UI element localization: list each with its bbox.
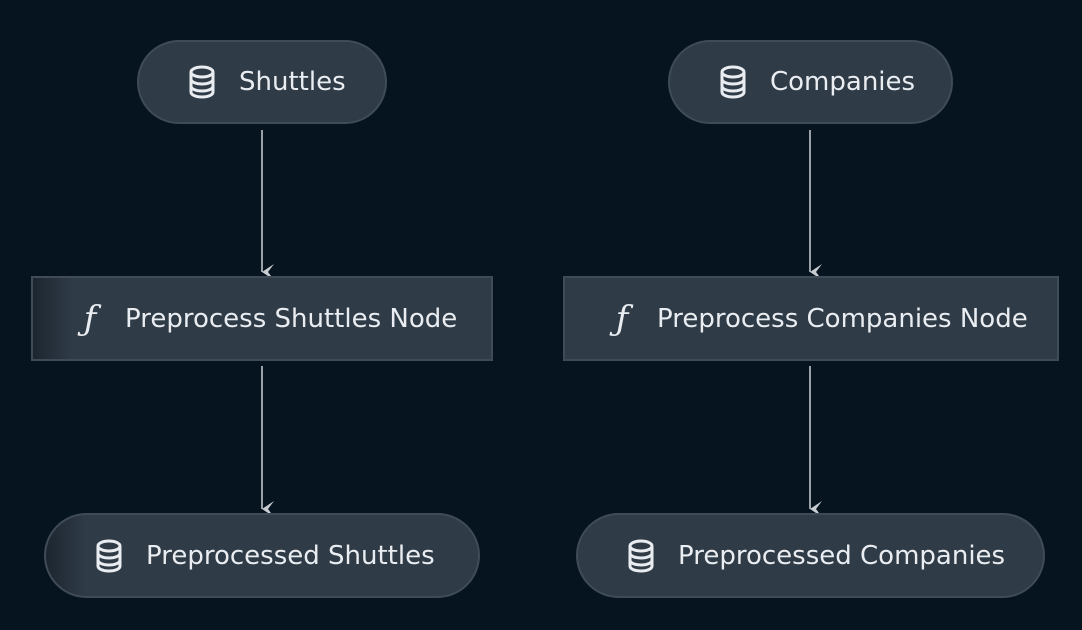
dataset-node-shuttles[interactable]: Shuttles — [137, 40, 387, 124]
database-icon — [718, 65, 748, 99]
dataset-label-preprocessed-companies: Preprocessed Companies — [678, 540, 1006, 571]
dataset-label-companies: Companies — [770, 67, 916, 97]
task-label-preprocess-shuttles: Preprocess Shuttles Node — [125, 303, 458, 334]
dataset-label-preprocessed-shuttles: Preprocessed Shuttles — [146, 540, 435, 571]
task-node-preprocess-companies[interactable]: ƒ Preprocess Companies Node — [563, 276, 1059, 361]
database-icon — [626, 539, 656, 573]
task-node-preprocess-shuttles[interactable]: ƒ Preprocess Shuttles Node — [31, 276, 493, 361]
function-icon: ƒ — [615, 298, 629, 339]
dataset-label-shuttles: Shuttles — [239, 67, 346, 97]
dataset-node-companies[interactable]: Companies — [668, 40, 953, 124]
database-icon — [94, 539, 124, 573]
database-icon — [187, 65, 217, 99]
dataset-node-preprocessed-shuttles[interactable]: Preprocessed Shuttles — [44, 513, 480, 598]
dataset-node-preprocessed-companies[interactable]: Preprocessed Companies — [576, 513, 1045, 598]
task-label-preprocess-companies: Preprocess Companies Node — [657, 303, 1028, 334]
function-icon: ƒ — [83, 298, 97, 339]
